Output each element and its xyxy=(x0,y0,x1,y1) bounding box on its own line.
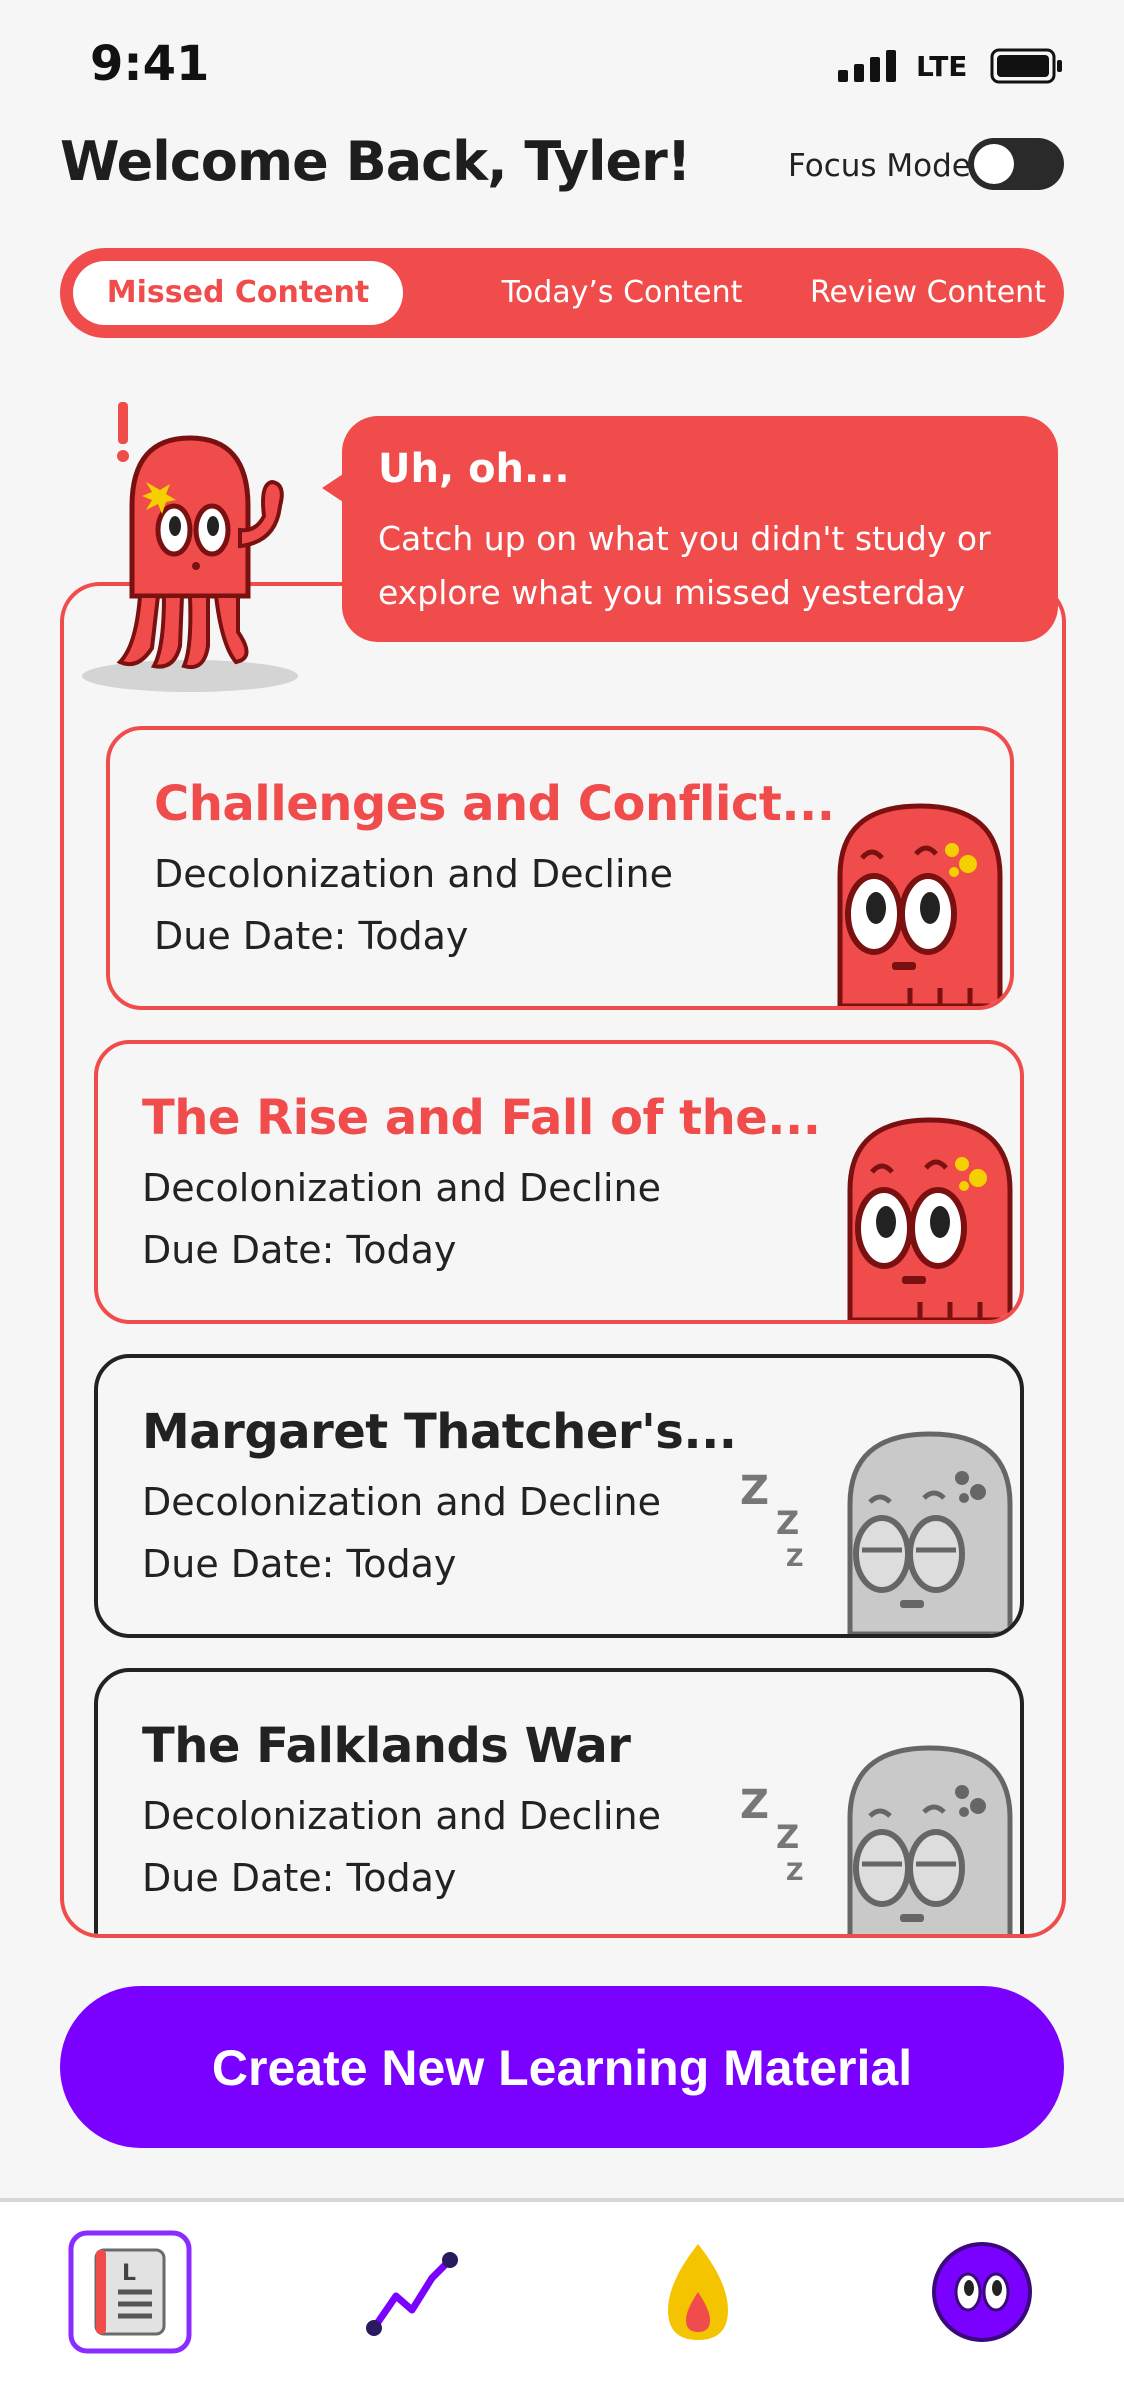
worried-mascot-icon xyxy=(847,1117,1013,1320)
profile-avatar-icon xyxy=(932,2242,1032,2342)
octopus-mascot-icon xyxy=(82,402,298,692)
content-card[interactable]: The Rise and Fall of the... Decolonizati… xyxy=(94,1040,1024,1324)
nav-item-streak[interactable] xyxy=(636,2230,760,2354)
card-title: Margaret Thatcher's... xyxy=(142,1404,737,1460)
network-label: LTE xyxy=(916,50,968,83)
content-card[interactable]: Challenges and Conflict... Decolonizatio… xyxy=(106,726,1014,1010)
content-card[interactable]: Margaret Thatcher's... Decolonization an… xyxy=(94,1354,1024,1638)
nav-item-library[interactable]: L xyxy=(68,2230,192,2354)
create-learning-material-button[interactable]: Create New Learning Material xyxy=(60,1986,1064,2148)
card-due-date: Due Date: Today xyxy=(142,1228,457,1272)
svg-text:L: L xyxy=(122,2261,136,2286)
bubble-title: Uh, oh... xyxy=(378,446,570,492)
content-tabs: Missed Content Today’s Content Review Co… xyxy=(60,248,1064,338)
content-card[interactable]: The Falklands War Decolonization and Dec… xyxy=(94,1668,1024,1934)
card-subtitle: Decolonization and Decline xyxy=(154,852,674,896)
worried-mascot-icon xyxy=(837,803,1003,1006)
sleeping-mascot-icon: Z Z Z xyxy=(740,1431,1013,1634)
progress-chart-icon xyxy=(366,2252,458,2336)
nav-item-progress[interactable] xyxy=(352,2230,476,2354)
signal-icon xyxy=(838,50,896,82)
tab-missed-content[interactable]: Missed Content xyxy=(73,261,403,325)
tab-todays-content[interactable]: Today’s Content xyxy=(501,275,743,310)
battery-icon xyxy=(990,48,1062,84)
card-due-date: Due Date: Today xyxy=(154,914,469,958)
card-subtitle: Decolonization and Decline xyxy=(142,1794,662,1838)
bubble-text: Catch up on what you didn't study or exp… xyxy=(378,519,991,612)
svg-text:Z: Z xyxy=(776,1818,799,1856)
focus-mode-toggle[interactable] xyxy=(968,138,1064,190)
missed-content-panel: Challenges and Conflict... Decolonizatio… xyxy=(60,582,1066,1938)
card-subtitle: Decolonization and Decline xyxy=(142,1480,662,1524)
card-subtitle: Decolonization and Decline xyxy=(142,1166,662,1210)
nav-item-profile[interactable] xyxy=(920,2230,1044,2354)
page-title: Welcome Back, Tyler! xyxy=(60,130,691,193)
card-title: The Rise and Fall of the... xyxy=(142,1090,821,1146)
svg-text:Z: Z xyxy=(740,1782,769,1828)
tab-review-content[interactable]: Review Content xyxy=(810,275,1046,310)
focus-mode-label: Focus Mode xyxy=(788,148,971,184)
card-title: The Falklands War xyxy=(142,1718,631,1774)
book-icon: L xyxy=(68,2230,192,2354)
svg-text:Z: Z xyxy=(786,1858,803,1886)
svg-text:Z: Z xyxy=(786,1544,803,1572)
toggle-knob xyxy=(974,144,1014,184)
svg-text:Z: Z xyxy=(740,1468,769,1514)
svg-text:Z: Z xyxy=(776,1504,799,1542)
card-title: Challenges and Conflict... xyxy=(154,776,835,832)
sleeping-mascot-icon: Z Z Z xyxy=(740,1745,1013,1934)
speech-bubble: Uh, oh... Catch up on what you didn't st… xyxy=(342,416,1058,642)
status-time: 9:41 xyxy=(90,36,210,92)
bottom-nav: L xyxy=(0,2198,1124,2388)
streak-flame-icon xyxy=(668,2244,728,2340)
card-due-date: Due Date: Today xyxy=(142,1542,457,1586)
card-due-date: Due Date: Today xyxy=(142,1856,457,1900)
